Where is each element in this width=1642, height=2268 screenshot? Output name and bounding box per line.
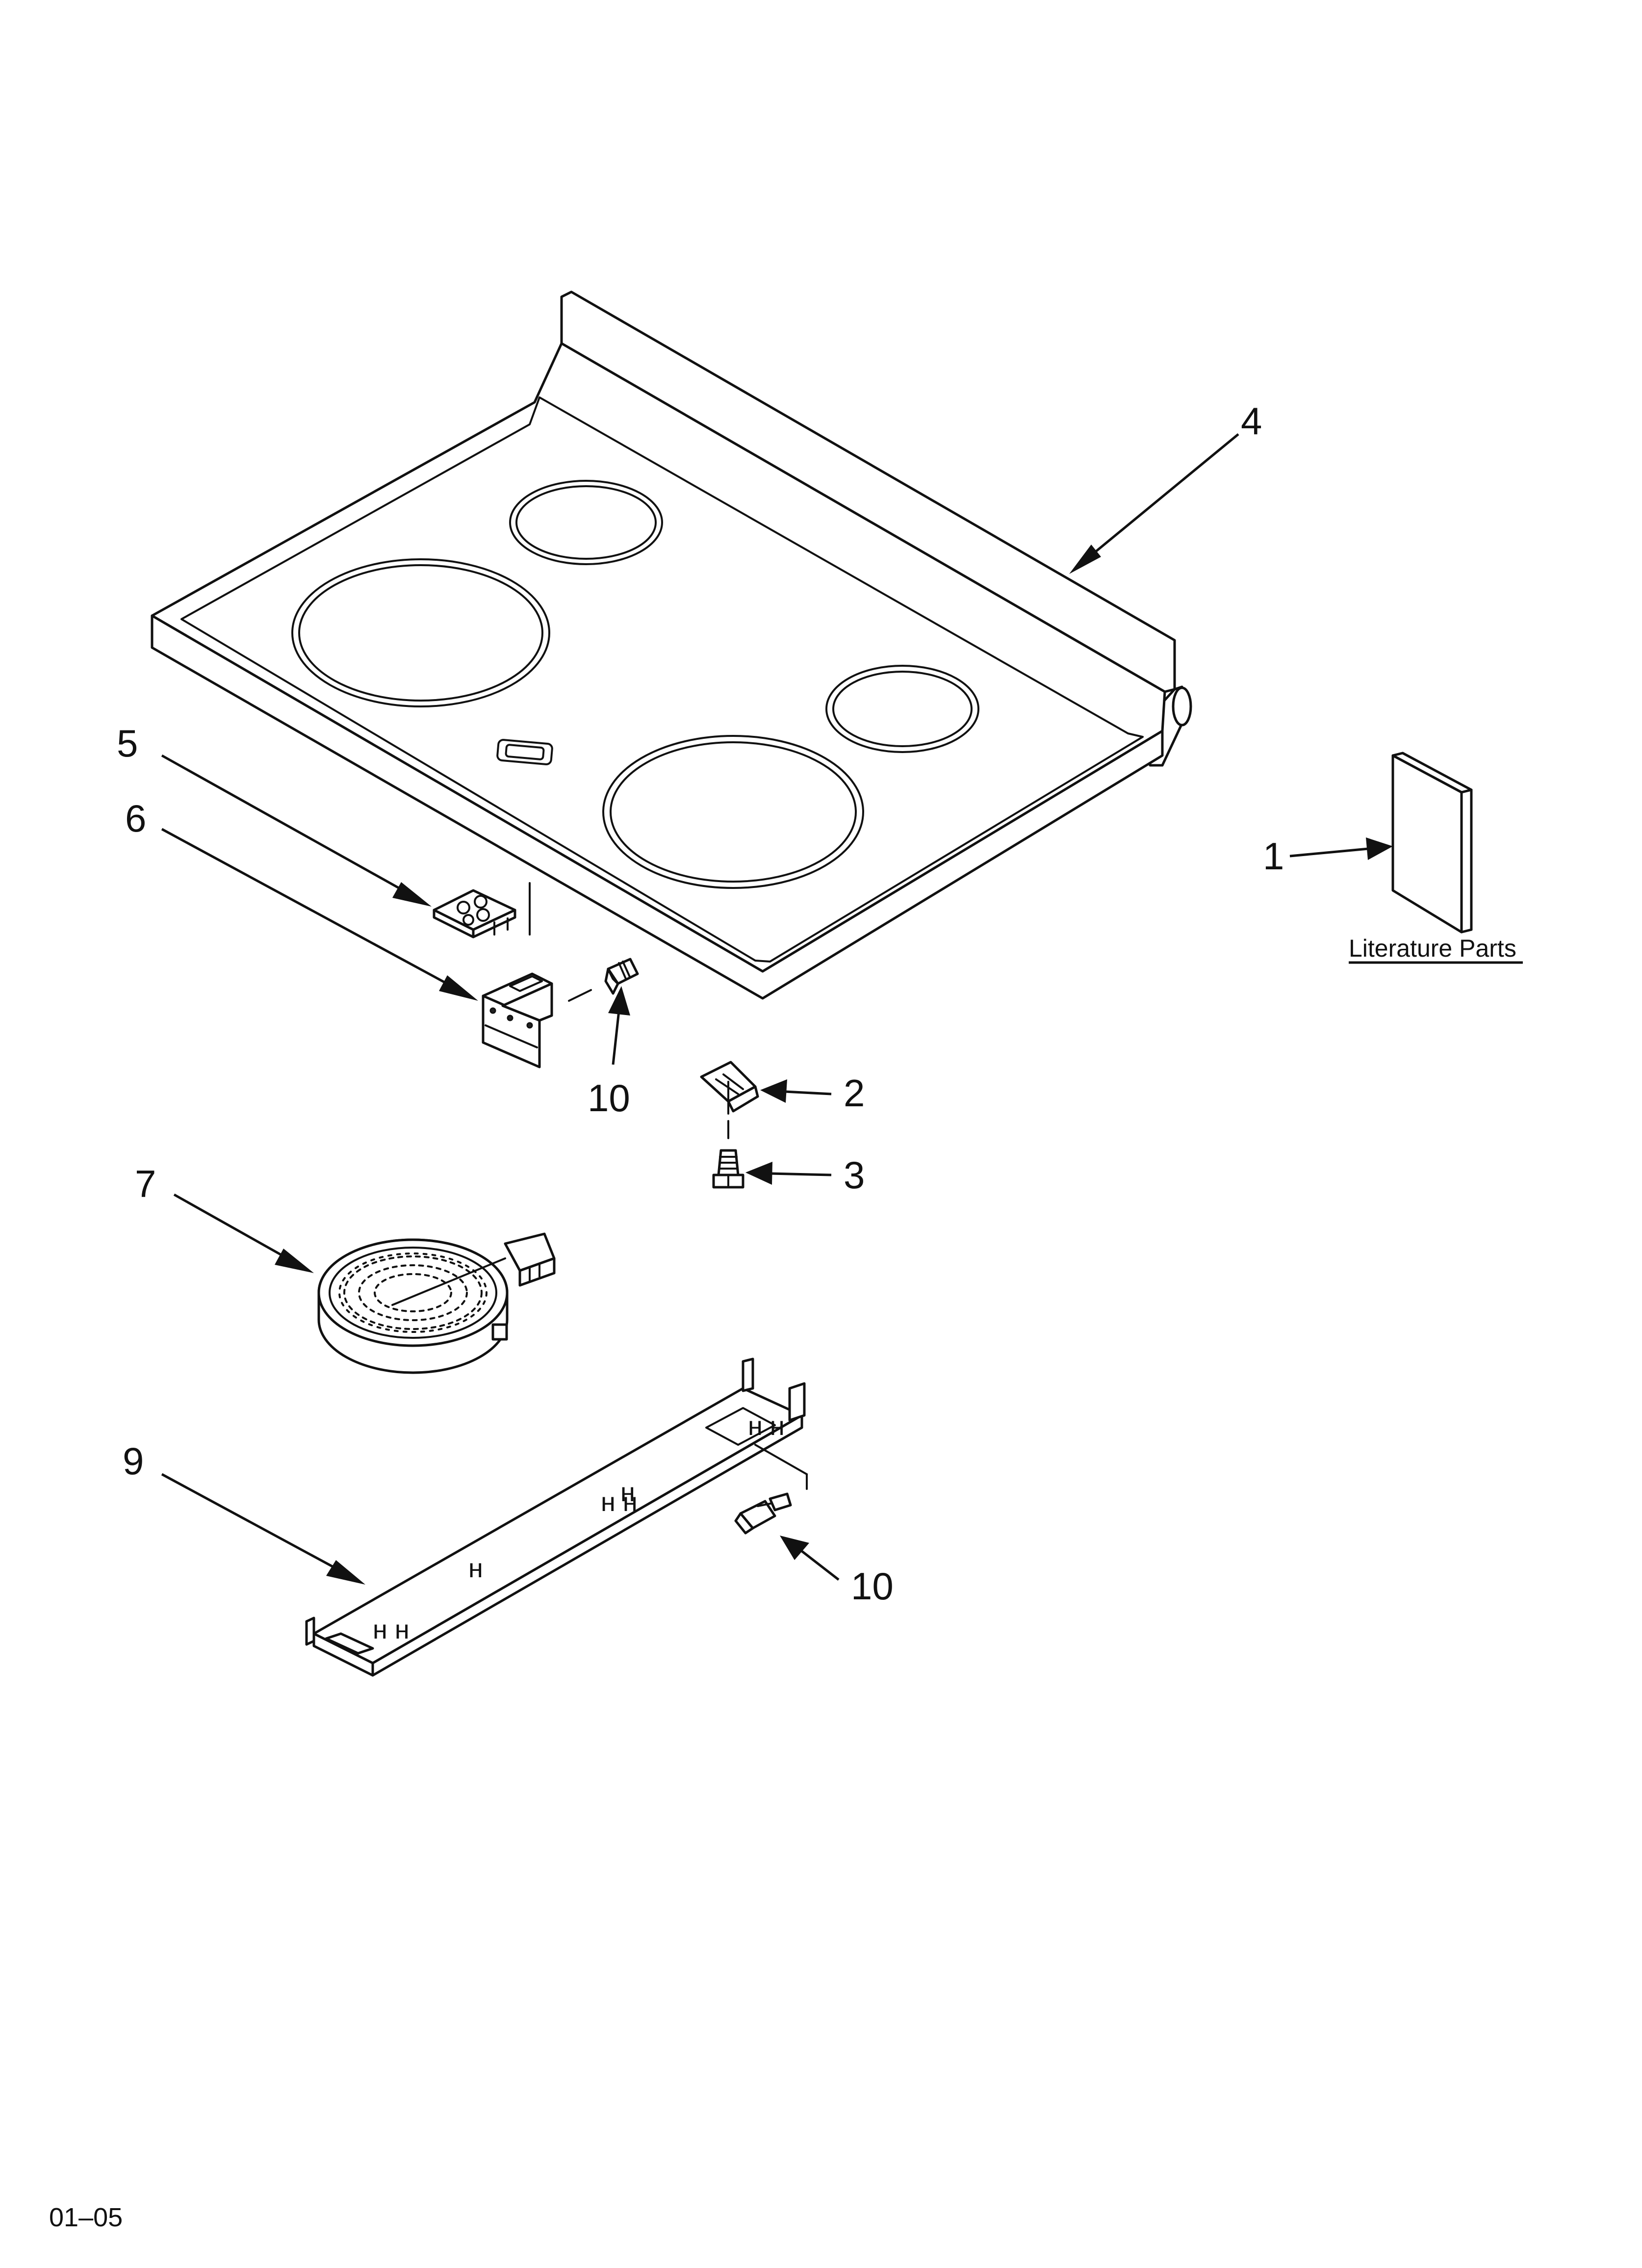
hot-surface-indicator	[496, 739, 553, 765]
literature-parts-label: Literature Parts	[1349, 935, 1516, 962]
mounting-bracket	[482, 972, 553, 1069]
svg-text:н: н	[468, 1554, 483, 1583]
element-support-bar: н н н н н н н н	[305, 1357, 808, 1677]
callout-4: 4	[1241, 399, 1262, 443]
svg-text:н: н	[620, 1478, 635, 1507]
cooktop-main-top	[151, 290, 1192, 1000]
screw-lower	[734, 1492, 792, 1535]
callout-2: 2	[844, 1071, 865, 1115]
burner-clip	[700, 1061, 759, 1139]
page-code: 01–05	[49, 2203, 123, 2232]
clip-screw	[712, 1149, 744, 1189]
callout-5: 5	[117, 722, 138, 765]
terminal-block	[433, 882, 531, 938]
callout-6: 6	[125, 797, 146, 840]
screw-upper	[568, 958, 639, 1002]
callout-3: 3	[844, 1153, 865, 1197]
svg-text:н н: н н	[373, 1615, 410, 1644]
callout-10-upper: 10	[588, 1076, 630, 1120]
svg-text:н н: н н	[601, 1487, 638, 1517]
literature-parts-box	[1391, 752, 1473, 934]
svg-text:н н: н н	[748, 1411, 785, 1441]
callout-7: 7	[135, 1162, 156, 1205]
callout-10-lower: 10	[851, 1564, 894, 1608]
radiant-surface-element	[317, 1232, 556, 1374]
leader-lines	[161, 433, 1393, 1585]
callout-1: 1	[1263, 834, 1284, 878]
callout-9: 9	[123, 1439, 144, 1483]
